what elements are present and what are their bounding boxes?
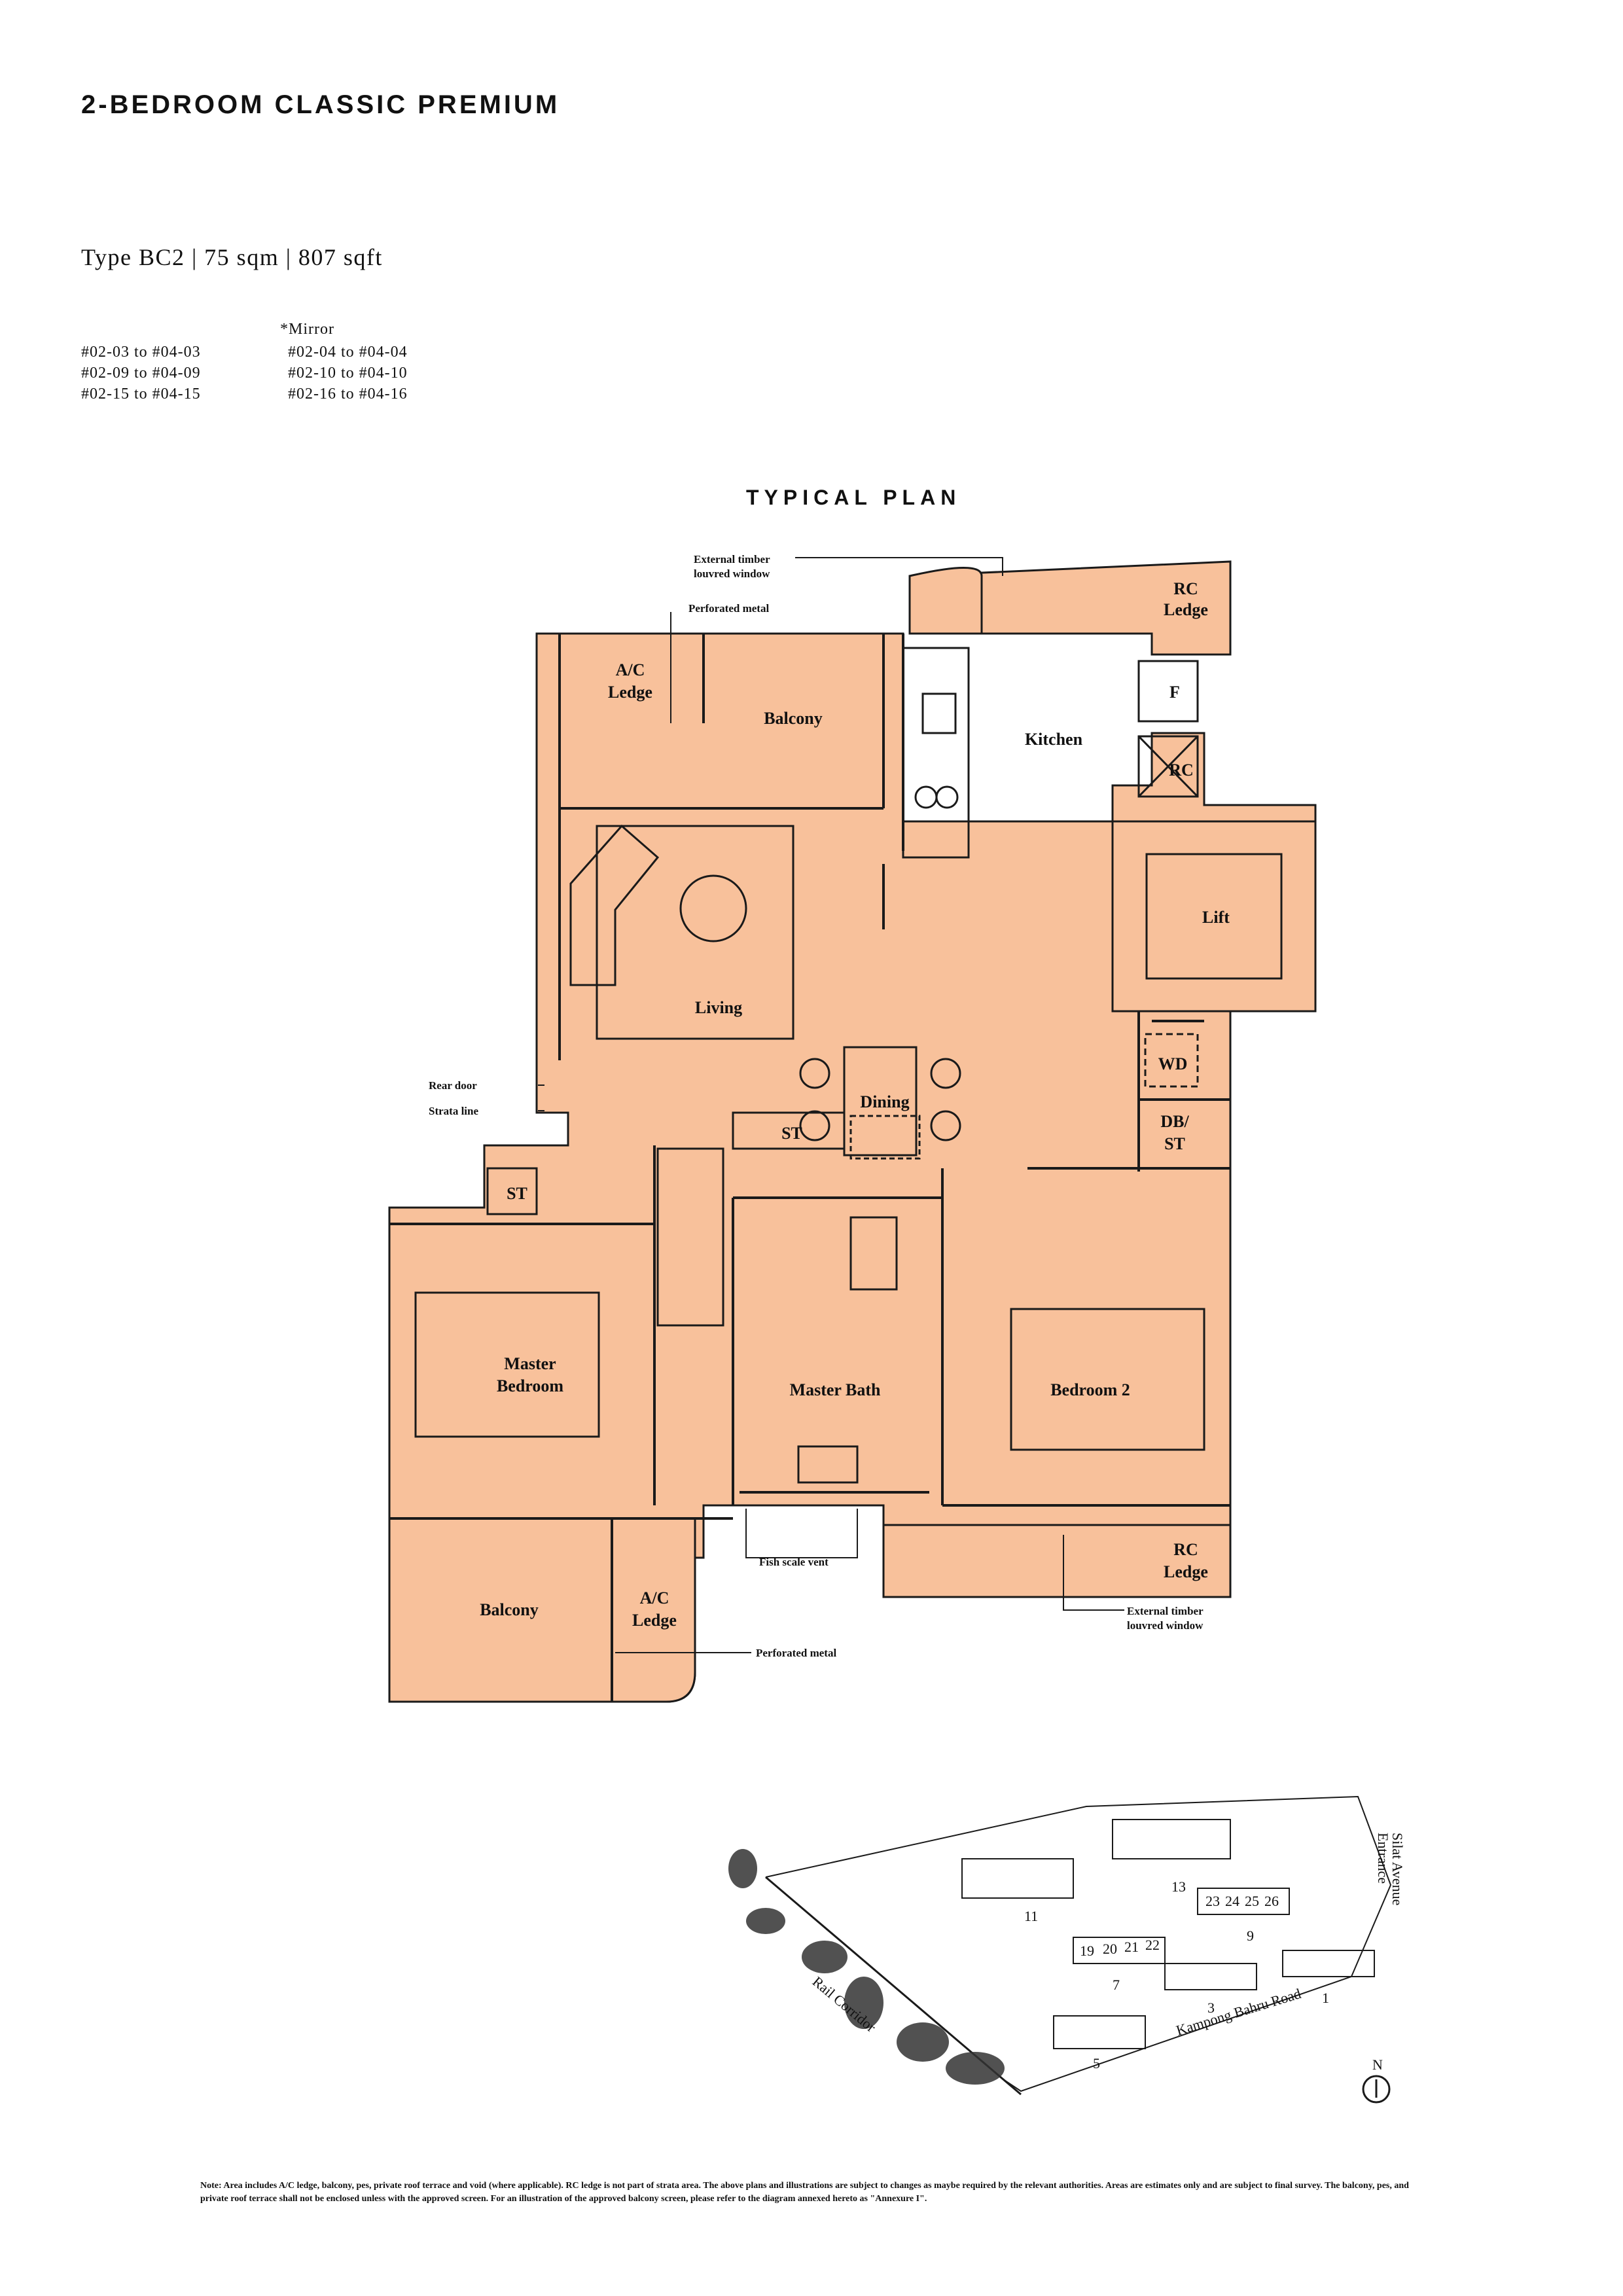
basin [797,1445,859,1484]
mirror-unit-list: #02-04 to #04-04 #02-10 to #04-10 #02-16… [288,342,408,404]
shower-box [849,1115,921,1160]
unit-number: 25 [1245,1893,1259,1909]
perforated-metal-top-label: Perforated metal [688,602,769,615]
mirror-unit-item: #02-10 to #04-10 [288,365,408,382]
tree-shapes [728,1849,1005,2085]
st-center-box [732,1111,846,1150]
balcony-bottom-area [388,1517,696,1703]
wardrobe [656,1147,724,1327]
strata-line-label: Strata line [429,1105,478,1117]
master-bedroom-label: Bedroom [497,1376,563,1395]
hob-2 [935,785,959,809]
dining-table [843,1046,918,1157]
unit-item: #02-09 to #04-09 [81,365,201,382]
balcony-top-label: Balcony [764,709,823,728]
unit-number: 19 [1080,1943,1094,1959]
ac-ledge-bottom-label: A/C [640,1588,669,1607]
rear-door-label: Rear door [429,1079,477,1092]
master-bedroom-label: Master [504,1354,556,1373]
mirror-unit-item: #02-16 to #04-16 [288,386,408,403]
sink [921,692,957,734]
disclaimer-note: Note: Area includes A/C ledge, balcony, … [200,2181,1409,2204]
fish-scale-vent-label: Fish scale vent [759,1556,829,1568]
unit-item: #02-15 to #04-15 [81,386,201,403]
plan-title: TYPICAL PLAN [746,486,961,509]
db-st-label: ST [1164,1134,1185,1153]
master-bath-label: Master Bath [790,1380,881,1399]
perforated-metal-bottom-label: Perforated metal [756,1647,836,1659]
bed2 [1010,1308,1205,1451]
lift-car [1145,853,1283,980]
timber-window-top-label: External timber [694,553,770,565]
key-plan [728,1795,1392,2104]
rc-box [1137,735,1199,798]
rc-label: RC [1169,761,1194,780]
timber-window-top-area [908,567,983,635]
room-labels: A/C Ledge Balcony Kitchen RC Ledge F RC … [480,579,1230,1630]
mirror-label: *Mirror [280,321,334,338]
entrance-label: Entrance [1375,1833,1391,1884]
rc-ledge-bottom [882,1524,1232,1598]
master-bed [414,1291,600,1438]
callout-labels: External timber louvred window Perforate… [429,553,1204,1659]
entrance-label: Silat Avenue [1389,1833,1406,1905]
st-center-label: ST [781,1124,802,1143]
mirror-unit-item: #02-04 to #04-04 [288,344,408,361]
wd-label: WD [1158,1054,1188,1073]
page-title: 2-BEDROOM CLASSIC PREMIUM [81,90,560,119]
rc-ledge-bottom-label: RC [1173,1540,1198,1559]
block-label: 13 [1171,1878,1186,1895]
unit-number: 24 [1225,1893,1240,1909]
coffee-table [679,874,747,942]
living-rug [596,825,794,1040]
unit-list: #02-03 to #04-03 #02-09 to #04-09 #02-15… [81,342,201,404]
timber-window-top-label: louvred window [694,567,770,580]
block-label: 5 [1093,2055,1100,2072]
st-left-box [486,1167,538,1215]
ac-ledge-bottom-label: Ledge [632,1611,677,1630]
rc-ledge-top-label: Ledge [1164,600,1208,619]
toilet-tank [849,1216,898,1291]
wd-box [1144,1033,1199,1088]
timber-window-bottom-label: External timber [1127,1605,1204,1617]
block-label: 9 [1247,1928,1254,1944]
sofa [569,824,660,986]
fridge-box [1137,660,1199,723]
kitchen-label: Kitchen [1025,730,1083,749]
rc-ledge-top-label: RC [1173,579,1198,598]
lift-label: Lift [1202,908,1230,927]
block-label: 11 [1024,1908,1038,1924]
bedroom-2-label: Bedroom 2 [1050,1380,1130,1399]
unit-number: 22 [1145,1937,1160,1953]
unit-number: 20 [1103,1941,1117,1957]
living-label: Living [695,998,742,1017]
ac-ledge-top-label: A/C [616,660,645,679]
unit-type-line: Type BC2 | 75 sqm | 807 sqft [81,244,383,270]
unit-item: #02-03 to #04-03 [81,344,201,361]
fridge-label: F [1169,683,1180,702]
unit-number: 21 [1124,1939,1139,1955]
hob-1 [914,785,938,809]
ac-ledge-top-label: Ledge [608,683,652,702]
st-left-label: ST [507,1184,527,1203]
block-label: 3 [1207,2000,1215,2016]
block-label: 7 [1113,1977,1120,1993]
north-label: N [1372,2056,1383,2073]
kitchen-counter [902,647,970,859]
block-label: 1 [1322,1990,1329,2006]
dining-label: Dining [860,1092,909,1111]
unit-number: 23 [1205,1893,1220,1909]
timber-window-bottom-label: louvred window [1127,1619,1204,1632]
unit-number: 26 [1264,1893,1279,1909]
road-label: Kampong Bahru Road [1174,1985,1303,2039]
db-st-label: DB/ [1160,1112,1189,1131]
balcony-bottom-label: Balcony [480,1600,539,1619]
rc-ledge-bottom-label: Ledge [1164,1562,1208,1581]
